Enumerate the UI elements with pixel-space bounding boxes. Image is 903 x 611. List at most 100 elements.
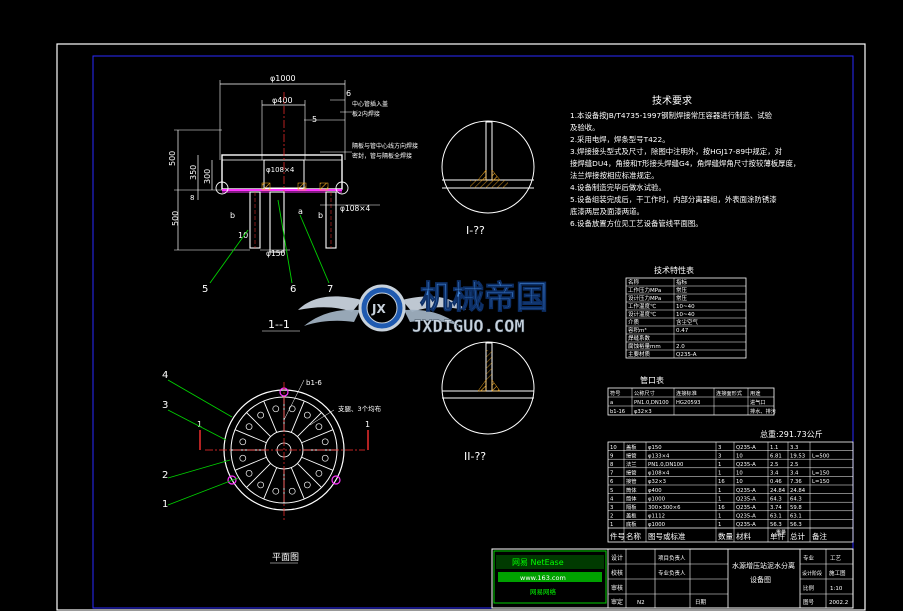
nozzle-table-cell: HG20593: [676, 400, 700, 406]
bom-cell: 7: [610, 471, 613, 477]
dim-500-bottom: 500: [171, 211, 180, 226]
support-leg-mark: [331, 475, 341, 485]
bom-cell: 底板: [626, 520, 637, 528]
bom-cell: 1.1: [770, 445, 778, 451]
bom-header-cell: 备注: [812, 531, 827, 541]
plan-caption: 平面图: [272, 552, 299, 563]
partition-spoke: [301, 429, 334, 444]
bom-cell: 盖板: [626, 443, 637, 451]
bom-cell: 0.46: [770, 479, 782, 485]
bom-cell: φ1000: [648, 522, 666, 528]
bom-cell: 3: [610, 505, 613, 511]
tag-5: 5: [312, 115, 317, 124]
bom-cell: 1: [718, 462, 721, 468]
bom-cell: 5: [610, 488, 613, 494]
tb-label-1: 设计阶段: [802, 570, 822, 577]
dim-phi1000: φ1000: [270, 74, 296, 83]
partition-spoke: [263, 467, 278, 500]
bom-border: [607, 441, 854, 543]
tag-6: 6: [346, 89, 351, 98]
bom-cell: 3.74: [770, 505, 782, 511]
detail-2-caption: II-??: [464, 450, 486, 463]
tb-bottom-code: N2: [637, 600, 645, 606]
sig-right-2: 专业负责人: [658, 569, 686, 577]
watermark-cn: 机械帝国: [420, 278, 548, 316]
bom-cell: 1: [718, 496, 721, 502]
tag-b-left: b: [230, 211, 235, 220]
drain-pipe-circle: [239, 438, 247, 446]
bom-cell: 2.5: [770, 462, 778, 468]
bom-cell: 64.3: [790, 496, 802, 502]
sig-row-check: 校核: [611, 569, 623, 577]
bom-cell: 1: [718, 514, 721, 520]
partition-spoke: [234, 429, 267, 444]
dim-8: 8: [190, 194, 194, 202]
bom-cell: 3: [718, 453, 721, 459]
drain-pipe-circle: [315, 423, 323, 431]
tech-req-line-6: 4.设备制造完毕后做水试验。: [570, 183, 666, 192]
spec-table-cell: Q235-A: [676, 352, 697, 358]
spec-table-cell: 含尘空气: [676, 318, 699, 326]
bom-cell: 1: [718, 488, 721, 494]
bom-cell: Q235-A: [736, 514, 756, 520]
dim-300: 300: [203, 169, 212, 184]
partition-spoke: [263, 400, 278, 433]
spec-table-cell: 常压: [676, 286, 688, 294]
bom-cell: Q235-A: [736, 488, 756, 494]
plan-mark-1-left: 1: [197, 420, 202, 429]
bom-cell: Q235-A: [736, 462, 756, 468]
bom-cell: φ1112: [648, 514, 665, 520]
sig-row-design: 设计: [611, 554, 623, 562]
bom-cell: φ150: [648, 445, 662, 451]
drain-pipe-circle: [239, 454, 247, 462]
tag-a: a: [298, 207, 303, 216]
bom-cell: Q235-A: [736, 522, 756, 528]
sig-right-1: 项目负责人: [658, 554, 686, 562]
bom-header-cell: 数量: [718, 531, 733, 541]
bom-header-weight: 重量: [776, 529, 786, 536]
partition-spoke: [234, 456, 267, 471]
bom-cell: L=150: [812, 479, 830, 485]
nozzle-table-cell: a: [610, 400, 613, 406]
bom-cell: 筒体: [626, 494, 637, 502]
dim-pipe-right: φ108×4: [340, 204, 371, 213]
tech-requirements: 技术要求 1.本设备按JB/T4735-1997钢制焊接常压容器进行制造、试验 …: [570, 94, 800, 228]
bom-cell: Q235-A: [736, 505, 756, 511]
bom-header-cell: 材料: [736, 531, 751, 541]
watermark: JX 机械帝国 JXDIGUO.COM: [298, 278, 548, 337]
drain-pipe-circle: [272, 405, 280, 413]
logo-line-1: 网易 NetEase: [512, 558, 564, 567]
spec-table-cell: 容积m³: [628, 326, 647, 334]
bom-cell: 56.3: [790, 522, 802, 528]
bom-cell: L=500: [812, 453, 830, 459]
nozzle-table-title: 管口表: [640, 375, 664, 385]
bom-cell: 接管: [626, 477, 637, 485]
bom-cell: 接管: [626, 469, 637, 477]
drawing-title-2: 设备图: [750, 575, 771, 584]
bom-header-cell: 名称: [626, 531, 641, 541]
bom-cell: φ400: [648, 488, 662, 494]
partition-spoke: [301, 456, 334, 471]
tag-10: 10: [238, 231, 248, 240]
section-caption: 1--1: [268, 318, 290, 331]
tech-req-line-4: 接焊缝DU4，角接和T形接头焊缝G4，角焊缝焊角尺寸按较薄板厚度，: [570, 159, 800, 168]
drain-pipe-circle: [321, 454, 329, 462]
note-2b: 密封，管与隔板全焊接: [352, 152, 412, 160]
detail-view-2: II-??: [441, 341, 535, 463]
nozzle-table-cell: 连接标准: [676, 389, 697, 397]
dim-phi400: φ400: [272, 96, 293, 105]
spec-table-cell: 2.0: [676, 344, 685, 350]
nozzle-table-cell: 连接面形式: [716, 389, 743, 397]
bom-cell: 法兰: [626, 460, 637, 468]
bom-cell: 16: [718, 479, 725, 485]
tb-value-1: 施工图: [829, 569, 846, 577]
note-2: 隔板与管中心线方向焊接: [352, 142, 418, 150]
tb-value-0: 工艺: [830, 555, 842, 562]
spec-table-cell: 介质: [628, 318, 640, 326]
bom-cell: φ1000: [648, 496, 666, 502]
leg-mid: [269, 191, 285, 253]
total-weight: 总重:291.73公斤: [760, 429, 823, 439]
spec-table-cell: 常压: [676, 294, 688, 302]
